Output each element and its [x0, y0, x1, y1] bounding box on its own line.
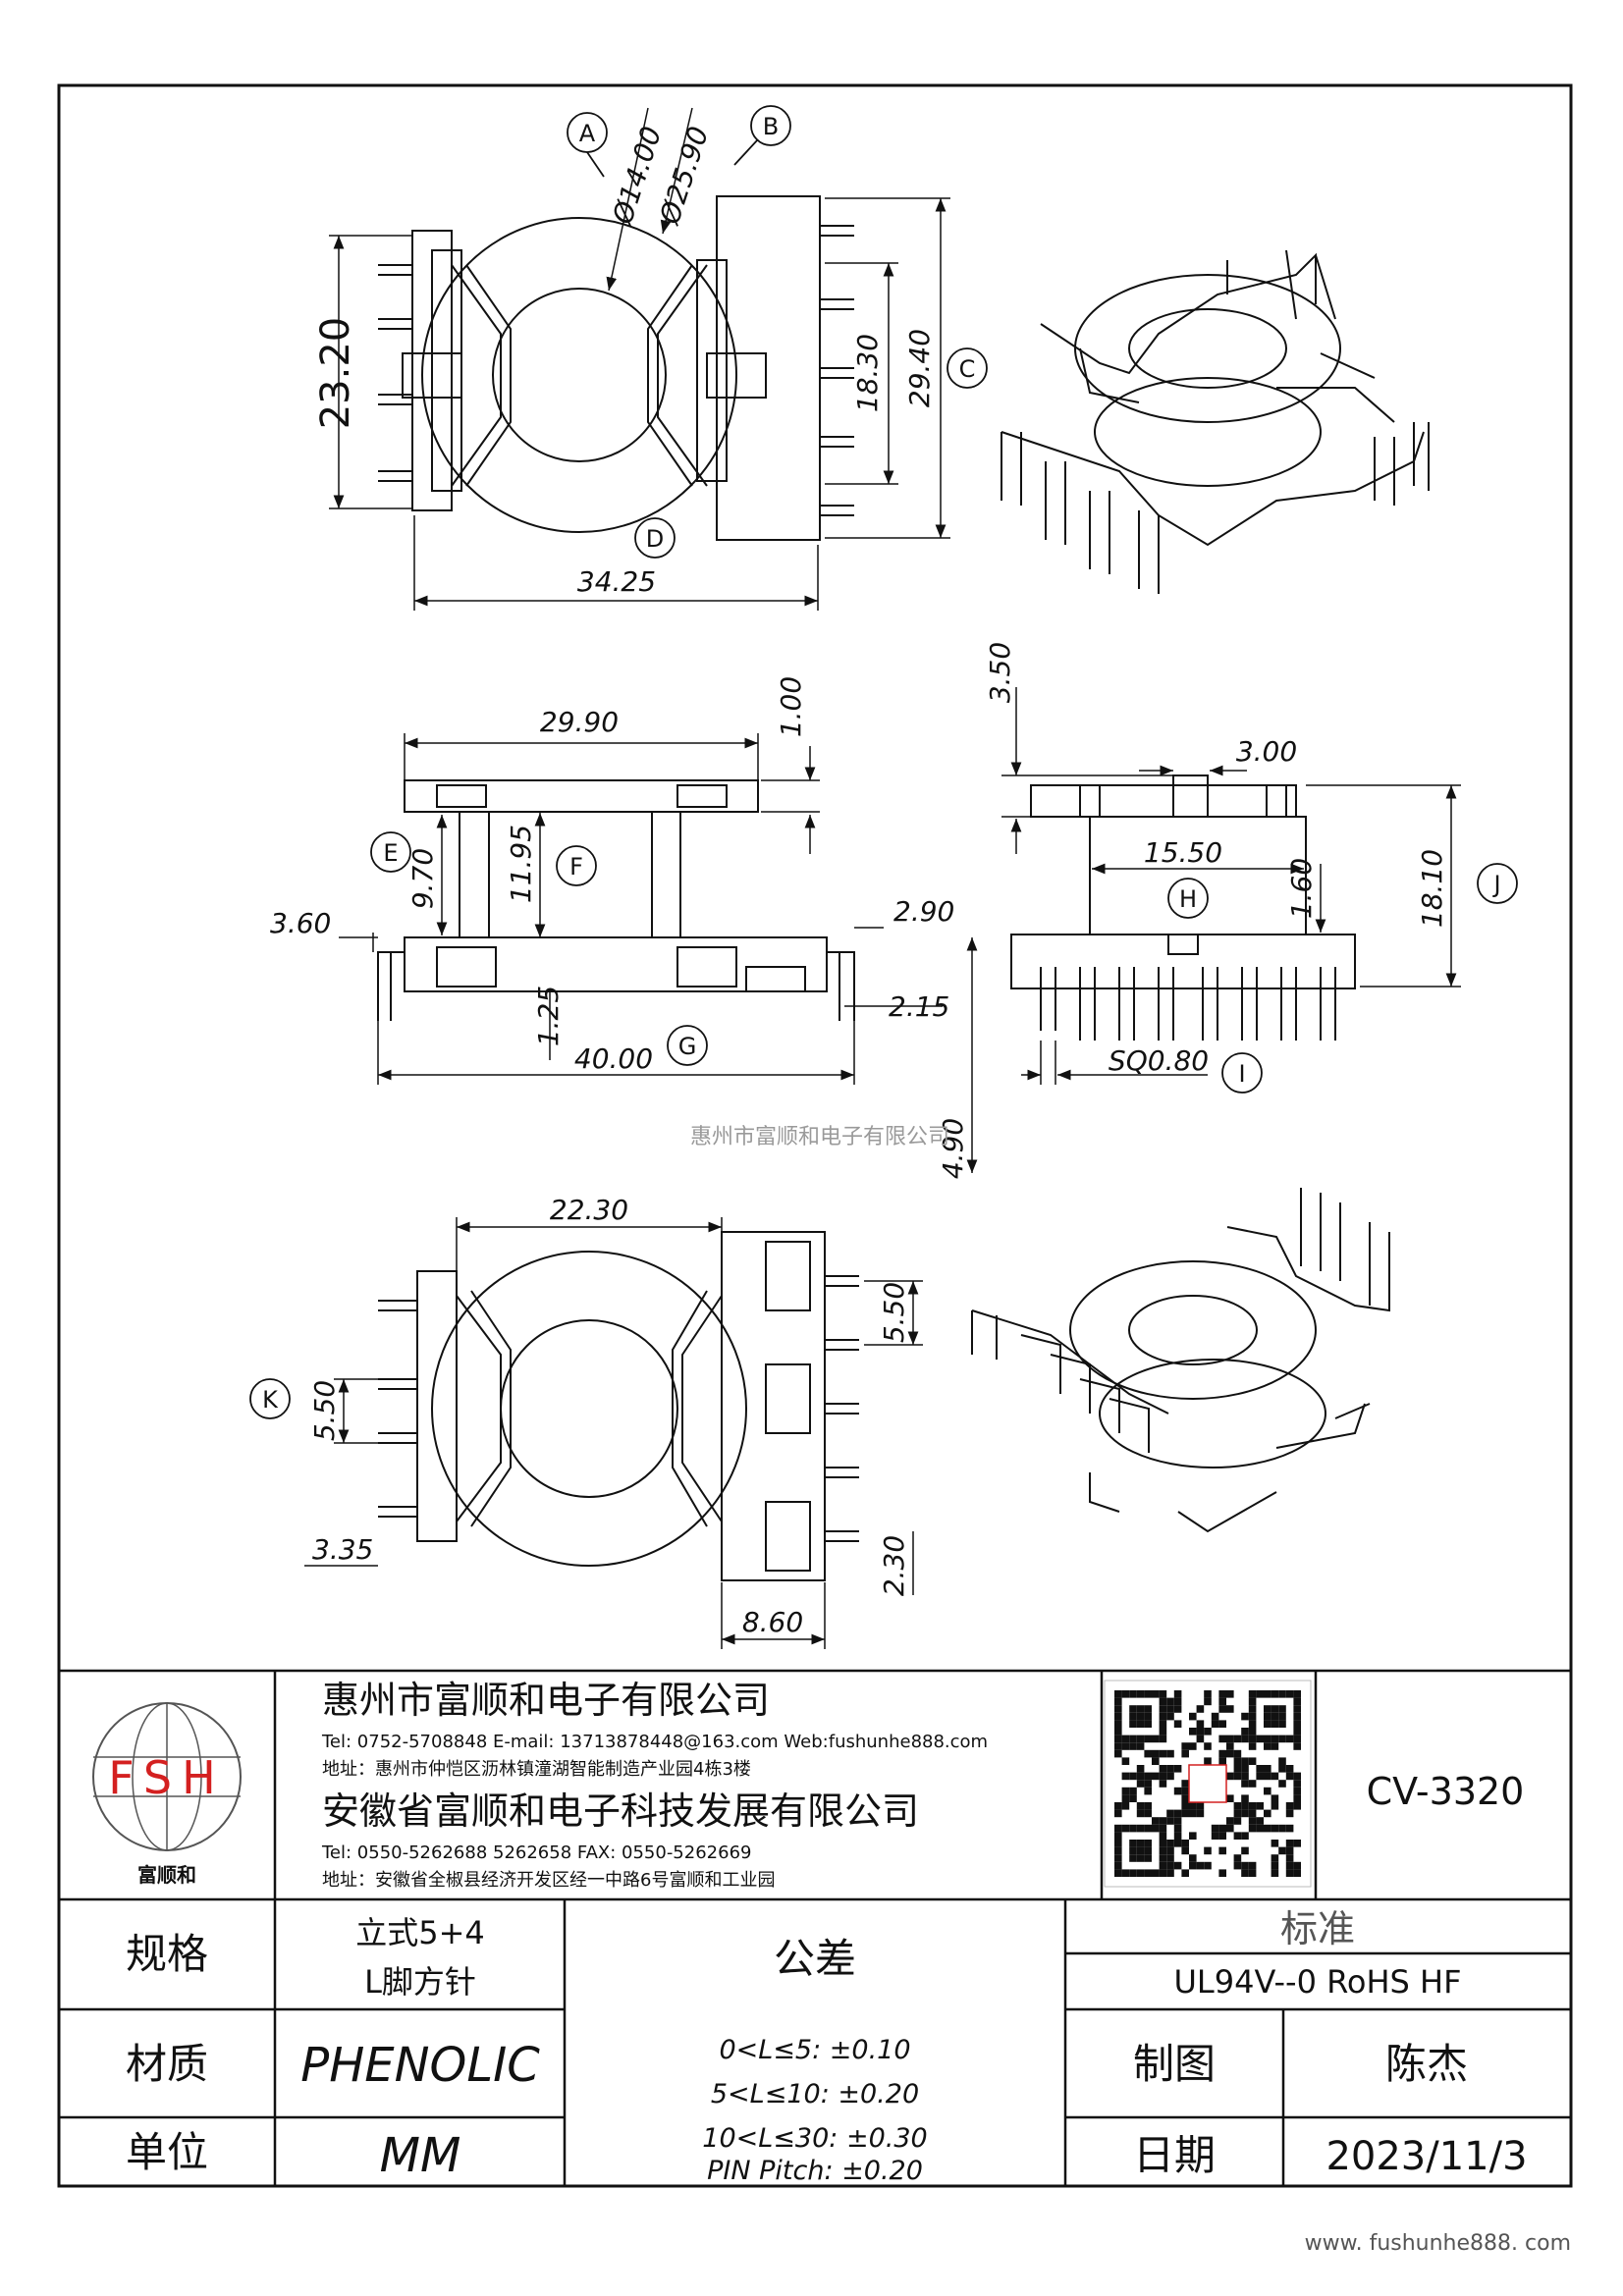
front-view-labels: 29.90 1.00 9.70 11.95 3.60 2.90 1.25 2.1…	[270, 676, 954, 1075]
front-view-dims	[339, 733, 943, 1085]
callout-f: F	[569, 853, 583, 881]
titleblock-cells: 规格 立式5+4 L脚方针 材质 PHENOLIC 单位 MM 公差 0<L≤5…	[126, 1907, 1528, 2186]
dim-1-25: 1.25	[532, 986, 565, 1046]
iso-view-2	[971, 1188, 1390, 1533]
logo-text: FSH	[108, 1751, 225, 1804]
drawn-value: 陈杰	[1385, 2040, 1468, 2088]
side-view-labels: 3.50 3.00 15.50 1.60 18.10 SQ0.80 4.90	[937, 642, 1448, 1179]
dim-8-60: 8.60	[742, 1606, 803, 1638]
dim-5-50-right: 5.50	[878, 1282, 910, 1343]
bottom-view-labels: 22.30 5.50 5.50 3.35 2.30 8.60	[308, 1194, 910, 1638]
callout-j: J	[1491, 871, 1500, 898]
callout-e: E	[383, 839, 398, 867]
material-label: 材质	[126, 2040, 208, 2088]
tolerance-2: 5<L≤10: ±0.20	[711, 2079, 919, 2109]
dim-4-90: 4.90	[937, 1118, 969, 1179]
dim-2-30: 2.30	[878, 1535, 910, 1596]
company-info: 惠州市富顺和电子有限公司 Tel: 0752-5708848 E-mail: 1…	[321, 1679, 988, 1891]
dim-1-60: 1.60	[1285, 858, 1318, 919]
part-number: CV-3320	[1367, 1770, 1525, 1813]
dim-9-70: 9.70	[406, 848, 439, 909]
top-view-labels: 23.20 18.30 29.40 34.25 Ø14.00 Ø25.90	[313, 123, 936, 598]
callout-g: G	[678, 1033, 697, 1060]
callout-letters: A B C D E F G H I J K	[262, 113, 1500, 1414]
spec-label: 规格	[126, 1930, 208, 1978]
dim-1-00: 1.00	[775, 676, 807, 737]
front-view	[377, 779, 855, 1021]
dim-18-30: 18.30	[851, 334, 884, 412]
callout-d: D	[646, 525, 664, 553]
dim-22-30: 22.30	[550, 1194, 628, 1226]
dim-3-00: 3.00	[1236, 735, 1297, 768]
dim-29-40: 29.40	[903, 329, 936, 407]
dim-3-50: 3.50	[984, 642, 1016, 703]
callout-k: K	[262, 1386, 279, 1414]
iso-view-1	[1001, 249, 1430, 594]
dim-40-00: 40.00	[574, 1042, 653, 1075]
callout-a: A	[579, 120, 596, 147]
top-left-flange	[411, 230, 453, 511]
dim-2-90: 2.90	[893, 895, 954, 928]
dim-5-50-left: 5.50	[308, 1380, 341, 1441]
top-view-dims	[329, 107, 950, 611]
dim-29-90: 29.90	[540, 706, 619, 738]
company2-address: 地址：安徽省全椒县经济开发区经一中路6号富顺和工业园	[322, 1870, 775, 1891]
bottom-view	[378, 1231, 859, 1581]
dim-3-60: 3.60	[270, 907, 331, 939]
logo-caption: 富顺和	[137, 1863, 196, 1887]
date-label: 日期	[1133, 2131, 1216, 2179]
dim-2-15: 2.15	[889, 990, 949, 1023]
standard-value: UL94V--0 RoHS HF	[1174, 1963, 1462, 2001]
tolerance-1: 0<L≤5: ±0.10	[719, 2035, 910, 2065]
top-view	[378, 195, 854, 541]
spec-value-2: L脚方针	[364, 1963, 476, 2001]
company1-address: 地址：惠州市仲恺区沥林镇潼湖智能制造产业园4栋3楼	[322, 1759, 751, 1780]
title-block	[59, 1669, 1571, 2186]
tolerance-3: 10<L≤30: ±0.30	[702, 2123, 927, 2154]
dim-15-50: 15.50	[1144, 836, 1222, 869]
footer-url: www. fushunhe888. com	[1305, 2231, 1571, 2256]
callout-h: H	[1179, 885, 1197, 913]
unit-label: 单位	[126, 2128, 208, 2176]
date-value: 2023/11/3	[1325, 2134, 1527, 2179]
standard-label: 标准	[1280, 1907, 1355, 1950]
company2-contact: Tel: 0550-5262688 5262658 FAX: 0550-5262…	[321, 1842, 751, 1863]
callout-i: I	[1238, 1060, 1245, 1088]
inner-bore	[492, 288, 667, 462]
dim-3-35: 3.35	[312, 1533, 373, 1566]
dim-34-25: 34.25	[577, 565, 656, 598]
drawn-label: 制图	[1133, 2040, 1216, 2088]
company2-name: 安徽省富顺和电子科技发展有限公司	[322, 1789, 919, 1833]
dim-11-95: 11.95	[505, 825, 537, 903]
dim-23-20: 23.20	[313, 317, 358, 430]
bottom-view-dims	[304, 1217, 923, 1649]
outer-circle	[421, 217, 737, 533]
tolerance-label: 公差	[774, 1935, 856, 1983]
watermark: 惠州市富顺和电子有限公司	[690, 1125, 949, 1149]
sheet-border	[57, 83, 1573, 2188]
callout-c: C	[959, 355, 976, 383]
top-right-flange	[716, 195, 821, 541]
fsh-logo: FSH 富顺和	[92, 1702, 242, 1887]
company1-contact: Tel: 0752-5708848 E-mail: 13713878448@16…	[321, 1732, 988, 1752]
unit-value: MM	[380, 2128, 461, 2183]
dim-sq0-80: SQ0.80	[1109, 1044, 1209, 1077]
spec-value-1: 立式5+4	[355, 1914, 485, 1951]
dim-18-10: 18.10	[1416, 849, 1448, 928]
side-view-dims	[966, 687, 1461, 1173]
callout-b: B	[763, 113, 779, 140]
callouts	[249, 105, 1518, 1419]
tolerance-4: PIN Pitch: ±0.20	[707, 2156, 923, 2186]
company1-name: 惠州市富顺和电子有限公司	[322, 1679, 770, 1722]
material-value: PHENOLIC	[300, 2038, 540, 2093]
qr-code	[1104, 1680, 1312, 1888]
